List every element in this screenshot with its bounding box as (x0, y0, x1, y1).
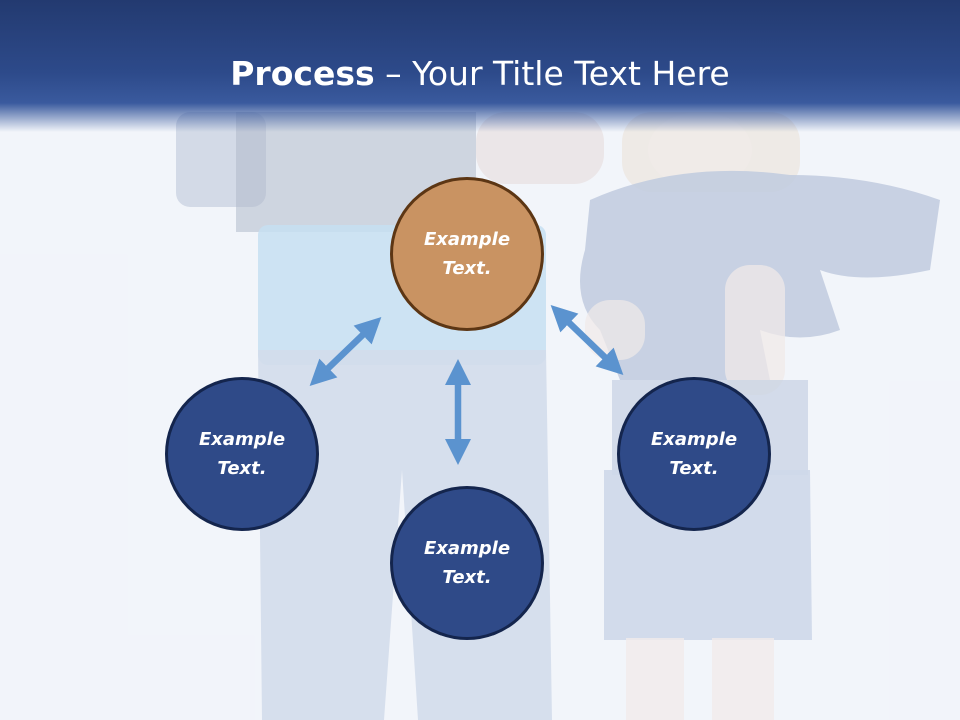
circle-top-line1: Example (423, 229, 511, 250)
title-rest: – Your Title Text Here (374, 54, 730, 93)
circle-bottom-line2: Text. (442, 567, 492, 588)
slide-title: Process – Your Title Text Here (0, 52, 960, 96)
title-bold: Process (230, 54, 375, 93)
circle-right-line1: Example (650, 429, 738, 450)
arrow-top-left (309, 316, 382, 387)
title-bar (0, 0, 960, 132)
circle-left-line2: Text. (217, 458, 267, 479)
process-circle-right: Example Text. (617, 377, 771, 531)
circle-right-line2: Text. (669, 458, 719, 479)
circle-top-line2: Text. (442, 258, 492, 279)
arrow-top-right (550, 304, 624, 376)
circle-bottom-line1: Example (423, 538, 511, 559)
process-circle-left: Example Text. (165, 377, 319, 531)
circle-left-line1: Example (198, 429, 286, 450)
process-circle-top: Example Text. (390, 177, 544, 331)
process-circle-bottom: Example Text. (390, 486, 544, 640)
